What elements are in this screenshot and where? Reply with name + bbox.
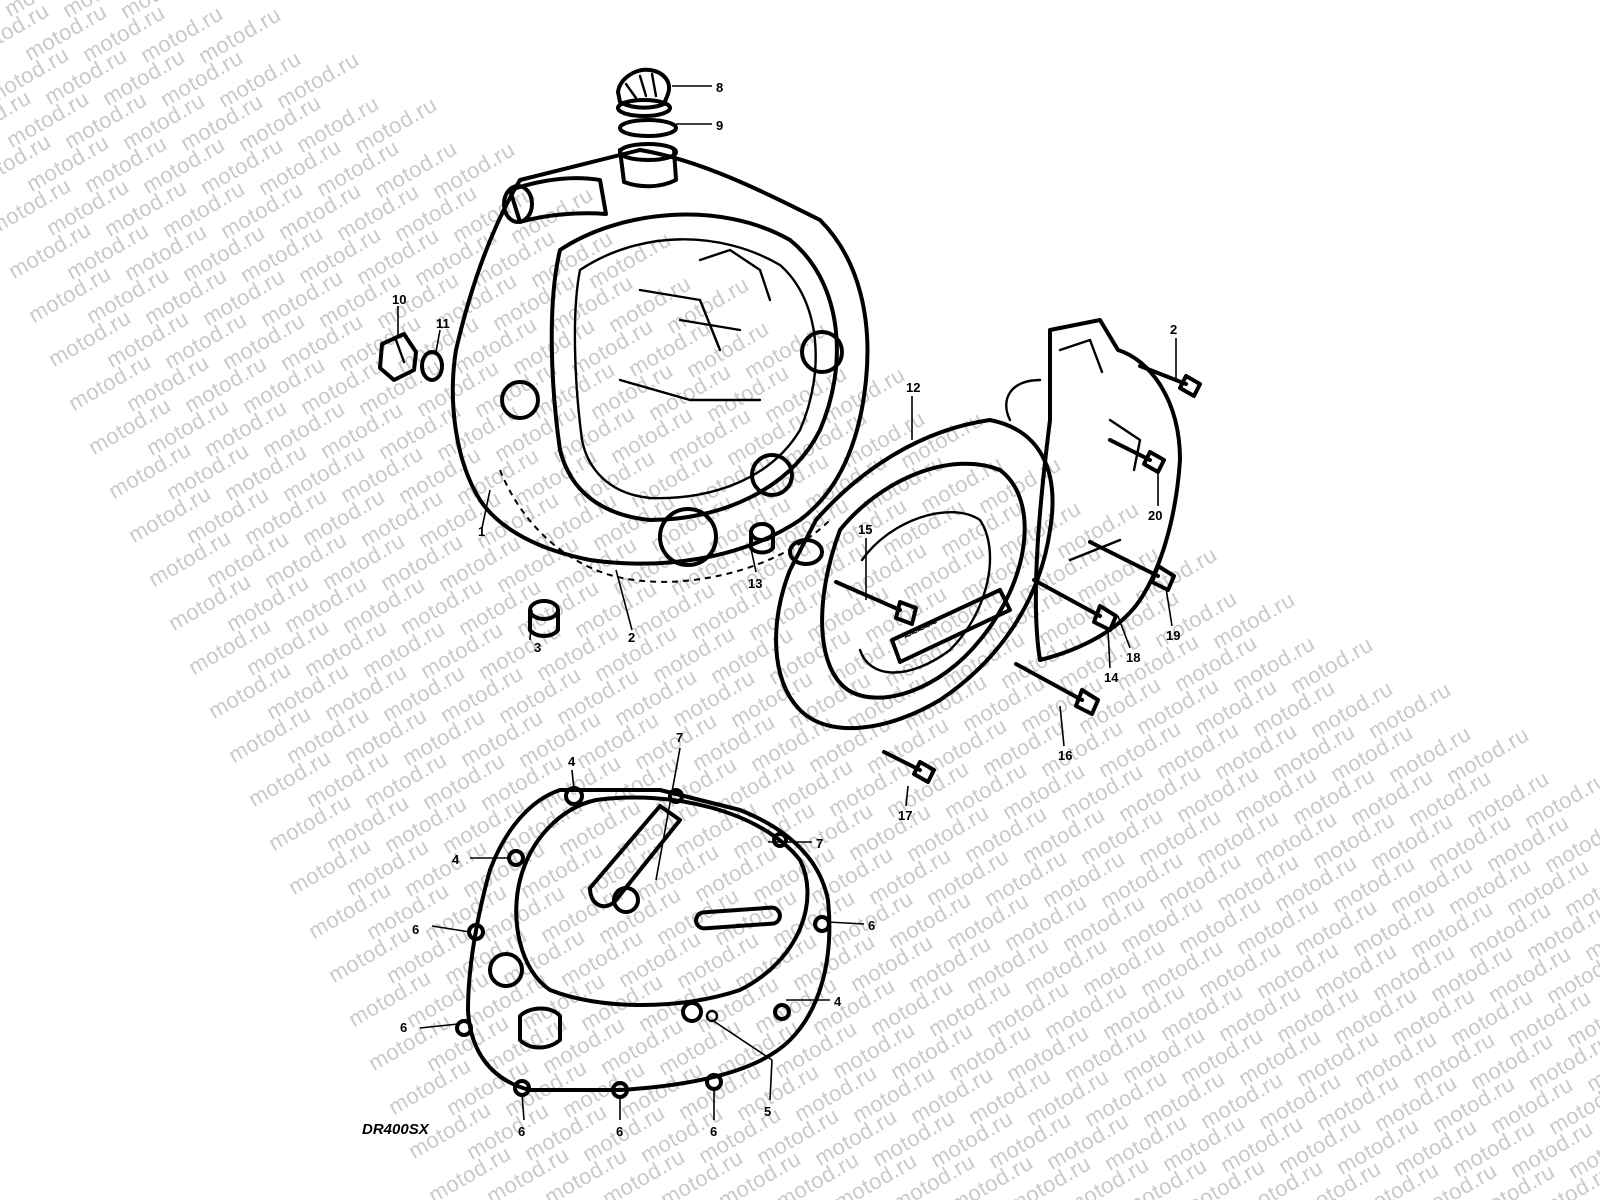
- oil-filler-cap: [616, 67, 672, 118]
- callout-3: 3: [534, 640, 541, 655]
- callout-2-upper: 2: [1170, 322, 1177, 337]
- model-code-label: DR400SX: [362, 1121, 430, 1138]
- callout-17: 17: [898, 808, 912, 823]
- magneto-cover: ≈≈≈≈≈: [774, 418, 1055, 731]
- callout-7-top: 7: [676, 730, 683, 745]
- clutch-cover: [450, 142, 870, 638]
- callout-16: 16: [1058, 748, 1072, 763]
- callout-1: 1: [478, 524, 485, 539]
- callout-7-right: 7: [816, 836, 823, 851]
- callout-15: 15: [858, 522, 872, 537]
- callout-10: 10: [392, 292, 406, 307]
- callout-14: 14: [1104, 670, 1119, 685]
- leader-lines: [397, 85, 1177, 1121]
- bolts: [834, 364, 1202, 784]
- callout-4-right: 4: [834, 994, 842, 1009]
- callout-4-left: 4: [452, 852, 460, 867]
- callout-19: 19: [1166, 628, 1180, 643]
- callout-8: 8: [716, 80, 723, 95]
- cover-badge: ≈≈≈≈≈: [901, 614, 940, 643]
- callout-11: 11: [436, 316, 450, 331]
- callout-18: 18: [1126, 650, 1140, 665]
- callout-9: 9: [716, 118, 723, 133]
- lower-cover: [455, 786, 832, 1099]
- callout-4-top: 4: [568, 754, 576, 769]
- callout-6-left-upper: 6: [412, 922, 419, 937]
- callout-6-right: 6: [868, 918, 875, 933]
- o-ring: [618, 118, 678, 138]
- callout-6-bottom-a: 6: [518, 1124, 525, 1139]
- callouts: 8 9 10 11 1 3 2 13 12 15 2 20 19 18 14 1…: [392, 80, 1180, 1139]
- callout-6-bottom-c: 6: [710, 1124, 717, 1139]
- callout-6-bottom-b: 6: [616, 1124, 623, 1139]
- callout-13: 13: [748, 576, 762, 591]
- callout-5: 5: [764, 1104, 771, 1119]
- callout-6-left-lower: 6: [400, 1020, 407, 1035]
- plug-and-washer: [378, 332, 444, 382]
- callout-12: 12: [906, 380, 920, 395]
- sprocket-cover: [1005, 318, 1182, 662]
- callout-2-lower: 2: [628, 630, 635, 645]
- callout-20: 20: [1148, 508, 1162, 523]
